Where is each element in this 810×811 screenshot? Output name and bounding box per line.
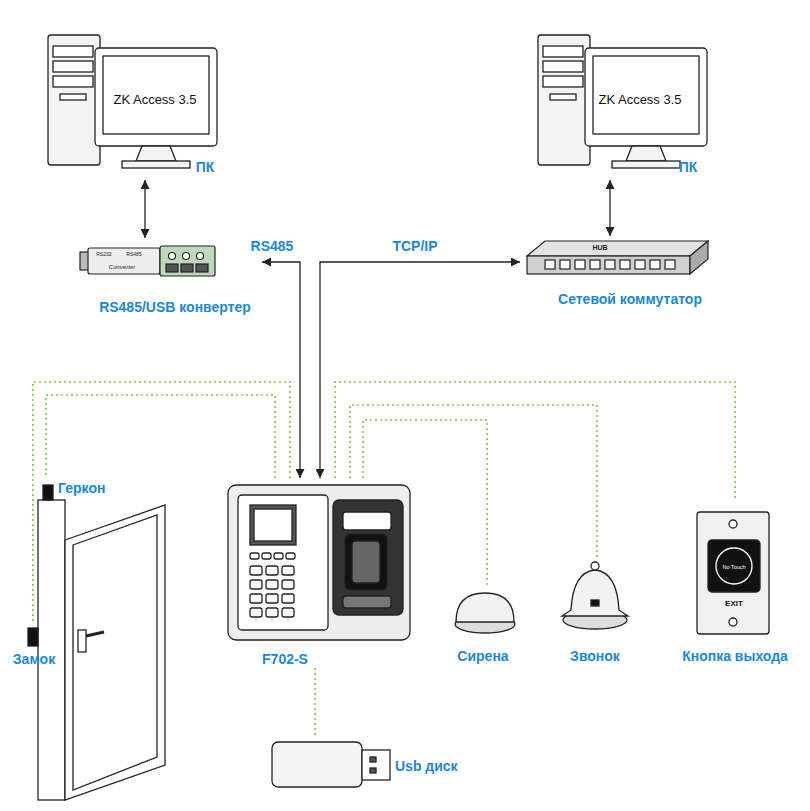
f702-device (228, 485, 410, 640)
pc-right (538, 35, 707, 168)
device-caption: Кнопка выхода (682, 649, 788, 664)
usb-node: Usb диск (268, 738, 470, 792)
device-caption: Геркон (58, 481, 105, 496)
data-link-arrow (262, 262, 300, 478)
printed-label: Converter (109, 264, 135, 271)
keypad-key (266, 594, 278, 603)
data-link-arrow (320, 262, 520, 478)
device-caption: Замок (13, 652, 55, 667)
keypad-key (266, 608, 278, 617)
keypad-key (282, 580, 294, 589)
keypad-key (274, 553, 283, 559)
hub-port (635, 260, 645, 269)
device-caption: F702-S (262, 652, 308, 667)
siren-node: Сирена (448, 585, 522, 667)
hub-port (545, 260, 555, 269)
device-caption: Usb диск (395, 759, 458, 774)
printed-label: RS485 (126, 252, 141, 258)
exit-button-node: Кнопка выхода (672, 500, 798, 667)
screen-text: ZK Access 3.5 (113, 93, 196, 107)
hub-port (665, 260, 675, 269)
keypad-key (282, 566, 294, 575)
pc-left (48, 35, 217, 168)
device-caption: RS485/USB конвертер (99, 300, 251, 315)
device-caption: ПК (679, 160, 698, 175)
reed-switch-node: Геркон (40, 478, 125, 500)
keypad-key (286, 553, 295, 559)
hub-port (605, 260, 615, 269)
screen-text: ZK Access 3.5 (598, 93, 681, 107)
usb-illustration (272, 742, 390, 787)
hub-port (650, 260, 660, 269)
keypad-key (282, 608, 294, 617)
lock-node: Замок (6, 622, 70, 670)
keypad-key (250, 580, 262, 589)
keypad-key (250, 566, 262, 575)
hub-port (560, 260, 570, 269)
door-illustration (28, 485, 165, 800)
converter-node: RS485/USB конвертер (85, 238, 262, 318)
exit-button-illustration (697, 512, 769, 634)
device-caption: Звонок (570, 649, 620, 664)
device-caption: Сирена (457, 649, 508, 664)
signal-wire (363, 420, 487, 585)
device-caption: ПК (196, 160, 215, 175)
hub-port (620, 260, 630, 269)
hub-illustration (527, 241, 708, 274)
hub-port (590, 260, 600, 269)
terminal-node: F702-S (228, 478, 410, 668)
bell-illustration (562, 562, 628, 629)
siren-illustration (455, 593, 515, 633)
pc-node: ZK Access 3.5ПК (530, 30, 720, 180)
keypad-key (250, 553, 259, 559)
switch-node: Сетевой коммутатор (520, 236, 712, 310)
signal-wire (314, 668, 316, 738)
printed-label: EXIT (725, 600, 743, 609)
keypad-key (250, 608, 262, 617)
hub-port (575, 260, 585, 269)
keypad-key (282, 594, 294, 603)
keypad-key (262, 553, 271, 559)
keypad-key (250, 594, 262, 603)
data-link-arrow (144, 180, 145, 238)
signal-wire (335, 382, 735, 500)
signal-wire (33, 382, 290, 622)
link-label: RS485 (249, 239, 296, 254)
bell-node: Звонок (558, 560, 632, 667)
pc-node: ZK Access 3.5ПК (40, 30, 225, 180)
keypad-key (266, 566, 278, 575)
link-label: TCP/IP (390, 239, 439, 254)
keypad-key (266, 580, 278, 589)
printed-label: HUB (592, 244, 607, 252)
signal-wire (350, 405, 597, 560)
printed-label: No Touch (722, 564, 745, 570)
data-link-arrow (609, 180, 610, 236)
device-caption: Сетевой коммутатор (558, 292, 702, 307)
signal-wire (46, 395, 275, 478)
converter-illustration (80, 246, 215, 276)
printed-label: RS232 (96, 252, 111, 258)
